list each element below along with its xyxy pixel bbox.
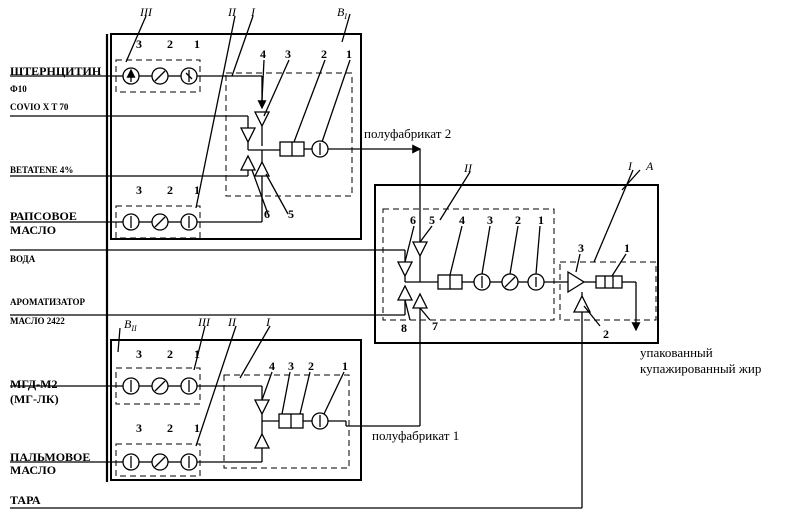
input-label-f10: Ф10 xyxy=(10,84,27,94)
doser-5-icon xyxy=(411,241,429,258)
block-b2-label: ВII xyxy=(124,317,137,333)
item-number: 2 xyxy=(321,47,327,61)
item-number: 1 xyxy=(194,183,200,197)
product-output-label-2: купажированный жир xyxy=(640,361,761,376)
doser-4-icon xyxy=(253,399,271,416)
input-label-betatene: BETATENE 4% xyxy=(10,165,73,175)
group-label-iii: III xyxy=(197,315,211,329)
a-group-i xyxy=(559,261,657,321)
item-number: 1 xyxy=(538,213,544,227)
input-label-palm-2: МАСЛО xyxy=(10,463,56,477)
input-label-tara: ТАРА xyxy=(10,493,41,507)
b1-group-i xyxy=(225,72,353,197)
item-number: 7 xyxy=(432,319,438,333)
input-label-maslo2422: МАСЛО 2422 xyxy=(10,316,65,326)
item-number: 1 xyxy=(624,241,630,255)
input-label-palm: ПАЛЬМОВОЕ xyxy=(10,450,90,464)
a-group-ii xyxy=(382,208,555,321)
item-number: 4 xyxy=(269,359,275,373)
group-label-i: I xyxy=(265,315,271,329)
item-number: 4 xyxy=(260,47,266,61)
item-number: 6 xyxy=(264,207,270,221)
doser-7-icon xyxy=(411,292,429,309)
item-number: 2 xyxy=(603,327,609,341)
item-number: 3 xyxy=(578,241,584,255)
item-number: 5 xyxy=(429,213,435,227)
b2-group-i xyxy=(223,374,350,469)
product-semi2-label: полуфабрикат 2 xyxy=(364,126,451,141)
item-number: 1 xyxy=(194,37,200,51)
packer-icon xyxy=(595,275,623,289)
group-label-ii: II xyxy=(227,5,237,19)
group-label-i: I xyxy=(250,5,256,19)
block-b1 xyxy=(110,33,362,240)
item-number: 2 xyxy=(167,183,173,197)
item-number: 1 xyxy=(194,347,200,361)
input-label-rapseed-2: МАСЛО xyxy=(10,223,56,237)
doser-6-icon xyxy=(396,261,414,278)
item-number: 5 xyxy=(288,207,294,221)
input-label-covio: COVIO X T 70 xyxy=(10,102,69,112)
block-a xyxy=(374,184,659,344)
item-number: 3 xyxy=(136,347,142,361)
item-number: 1 xyxy=(194,421,200,435)
input-label-mgd-2: (МГ-ЛК) xyxy=(10,392,59,406)
item-number: 1 xyxy=(346,47,352,61)
filler-icon xyxy=(567,270,586,294)
input-label-mgd: МГД-М2 xyxy=(10,377,57,391)
doser-8-icon xyxy=(396,284,414,301)
item-number: 1 xyxy=(342,359,348,373)
item-number: 2 xyxy=(167,37,173,51)
group-label-i: I xyxy=(627,159,633,173)
block-a-label: А xyxy=(645,159,654,173)
doser-6-icon xyxy=(239,154,257,171)
block-b1-label: ВI xyxy=(337,5,347,21)
item-number: 3 xyxy=(487,213,493,227)
product-output-label: упакованный xyxy=(640,345,713,360)
input-label-rapseed: РАПСОВОЕ xyxy=(10,209,77,223)
doser-icon xyxy=(239,127,257,144)
group-label-ii: II xyxy=(227,315,237,329)
item-number: 3 xyxy=(136,421,142,435)
item-number: 6 xyxy=(410,213,416,227)
item-number: 3 xyxy=(285,47,291,61)
doser-5-icon xyxy=(253,160,271,177)
doser-4-icon xyxy=(253,111,271,128)
item-number: 2 xyxy=(167,421,173,435)
item-number: 3 xyxy=(288,359,294,373)
doser-icon xyxy=(253,432,271,449)
input-label-shterncitin: ШТЕРНЦИТИН xyxy=(10,64,102,78)
item-number: 8 xyxy=(401,321,407,335)
item-number: 2 xyxy=(167,347,173,361)
item-number: 3 xyxy=(136,37,142,51)
input-label-aromatizer: АРОМАТИЗАТОР xyxy=(10,297,85,307)
item-number: 2 xyxy=(515,213,521,227)
item-number: 4 xyxy=(459,213,465,227)
input-label-voda: ВОДА xyxy=(10,254,36,264)
item-number: 2 xyxy=(308,359,314,373)
group-label-ii: II xyxy=(463,161,473,175)
product-semi1-label: полуфабрикат 1 xyxy=(372,428,459,443)
block-b2 xyxy=(110,339,362,481)
item-number: 3 xyxy=(136,183,142,197)
b2-group-iii-bottom xyxy=(115,443,201,477)
group-label-iii: III xyxy=(139,5,153,19)
